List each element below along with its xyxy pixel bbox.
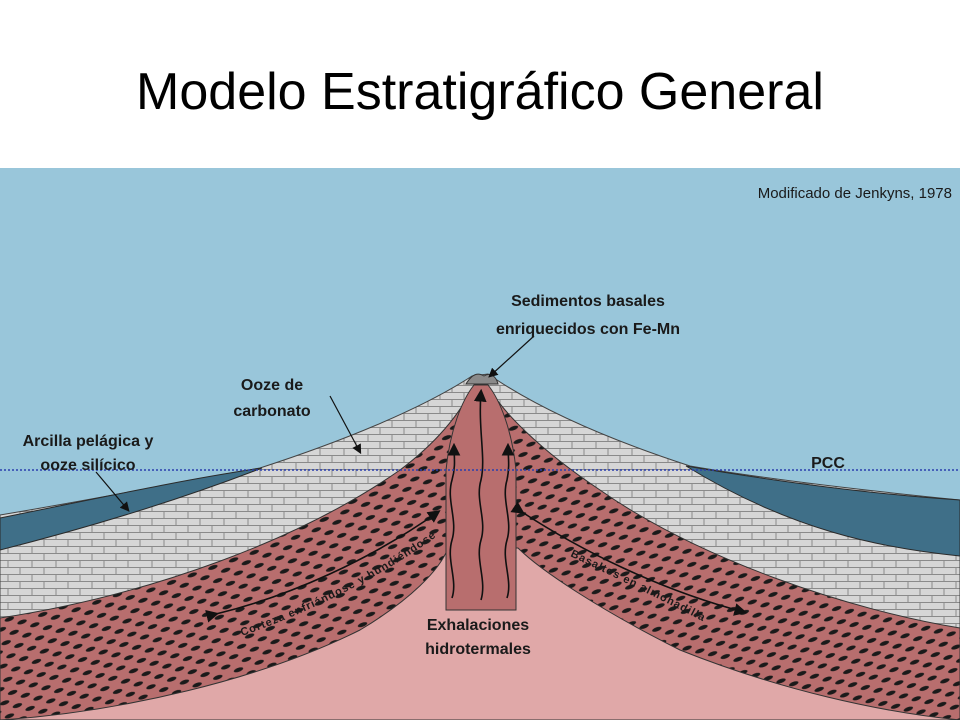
hydrothermal-arrow-left <box>447 442 461 599</box>
basal-sediments-leader <box>488 335 535 378</box>
basal-sediments-label-line1: Sedimentos basales <box>511 293 665 310</box>
stratigraphic-diagram: Modificado de Jenkyns, 1978 Sedimentos b… <box>0 168 960 720</box>
pelagic-clay-right <box>685 465 960 557</box>
carbonate-ooze-leader <box>329 395 362 455</box>
pelagic-clay-label-line2: ooze silícico <box>40 457 135 474</box>
pelagic-clay-leader <box>95 471 130 512</box>
hydrothermal-arrow-right <box>501 442 515 599</box>
cooling-crust-arrow <box>205 510 441 623</box>
slide-title: Modelo Estratigráfico General <box>136 63 824 121</box>
hydrothermal-label-line1: Exhalaciones <box>427 617 529 634</box>
hydrothermal-arrow-center <box>473 388 487 601</box>
carbonate-ooze-label-line1: Ooze de <box>241 377 303 394</box>
carbonate-ooze-label-line2: carbonato <box>233 403 311 420</box>
credit-text: Modificado de Jenkyns, 1978 <box>758 185 952 202</box>
pelagic-clay-label-line1: Arcilla pelágica y <box>23 433 154 450</box>
hydrothermal-label-line2: hidrotermales <box>425 641 531 658</box>
pelagic-clay-left <box>0 467 263 551</box>
basal-sediments-label-line2: enriquecidos con Fe-Mn <box>496 321 680 338</box>
pillow-basalt-arrow <box>510 501 748 616</box>
ccd-label: PCC <box>811 455 845 472</box>
